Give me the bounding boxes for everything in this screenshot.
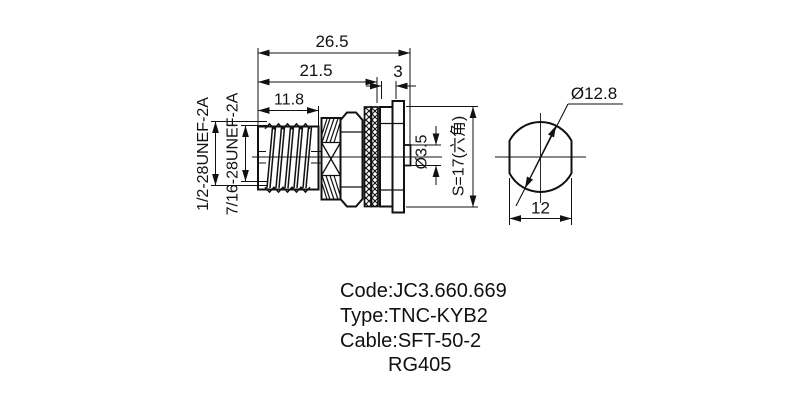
thread-crests-bottom (264, 186, 311, 194)
note-cable: Cable:SFT-50-2 (340, 330, 481, 352)
hex-facet-lines (340, 131, 363, 188)
thread-spec-inner: 7/16-28UNEF-2A (225, 92, 267, 215)
thread-spec-outer-label: 1/2-28UNEF-2A (195, 97, 212, 211)
note-cable2: RG405 (388, 354, 451, 376)
dim-hex-label: S=17(六角) (450, 116, 468, 196)
center-pin (403, 144, 412, 167)
end-view: Ø12.8 12 (495, 84, 623, 225)
chamfer-x (320, 142, 342, 176)
dim-pin-diameter: Ø3.5 (410, 126, 441, 185)
dim-panel-thickness: 3 (366, 62, 416, 99)
dim-pin-label: Ø3.5 (414, 135, 431, 170)
dim-thread-length: 11.8 (258, 92, 319, 126)
dim-overall-label: 26.5 (315, 32, 348, 51)
rear-facet-lines (380, 122, 404, 191)
dim-end-flats-label: 12 (531, 199, 550, 218)
dim-end-diameter: Ø12.8 (515, 84, 623, 207)
knurl-hatch-top (320, 118, 342, 143)
thread-hatch (266, 126, 313, 189)
note-type: Type:TNC-KYB2 (340, 305, 488, 327)
dim-body-length: 21.5 (258, 61, 378, 103)
knurl-hatch-bottom (320, 175, 342, 200)
knurled-ring (320, 117, 342, 201)
dim-body-label: 21.5 (299, 61, 332, 80)
hex-nut (339, 111, 364, 208)
thread-spec-inner-label: 7/16-28UNEF-2A (225, 92, 242, 215)
note-code: Code:JC3.660.669 (340, 280, 507, 302)
dim-overall-length: 26.5 (257, 32, 411, 144)
dimensions: 26.5 21.5 3 11.8 1/2-28UNEF-2A (195, 32, 478, 215)
thread-spec-outer: 1/2-28UNEF-2A (195, 97, 267, 211)
dim-end-flats: 12 (509, 178, 572, 225)
dim-end-diameter-label: Ø12.8 (571, 84, 617, 103)
dim-panel-label: 3 (393, 62, 402, 81)
connector-side-view (252, 100, 442, 214)
dim-hex-size: S=17(六角) (406, 106, 478, 208)
dim-thread-label: 11.8 (274, 92, 304, 109)
threaded-barrel (257, 122, 322, 194)
notes-block: Code:JC3.660.669 Type:TNC-KYB2 Cable:SFT… (340, 280, 507, 376)
